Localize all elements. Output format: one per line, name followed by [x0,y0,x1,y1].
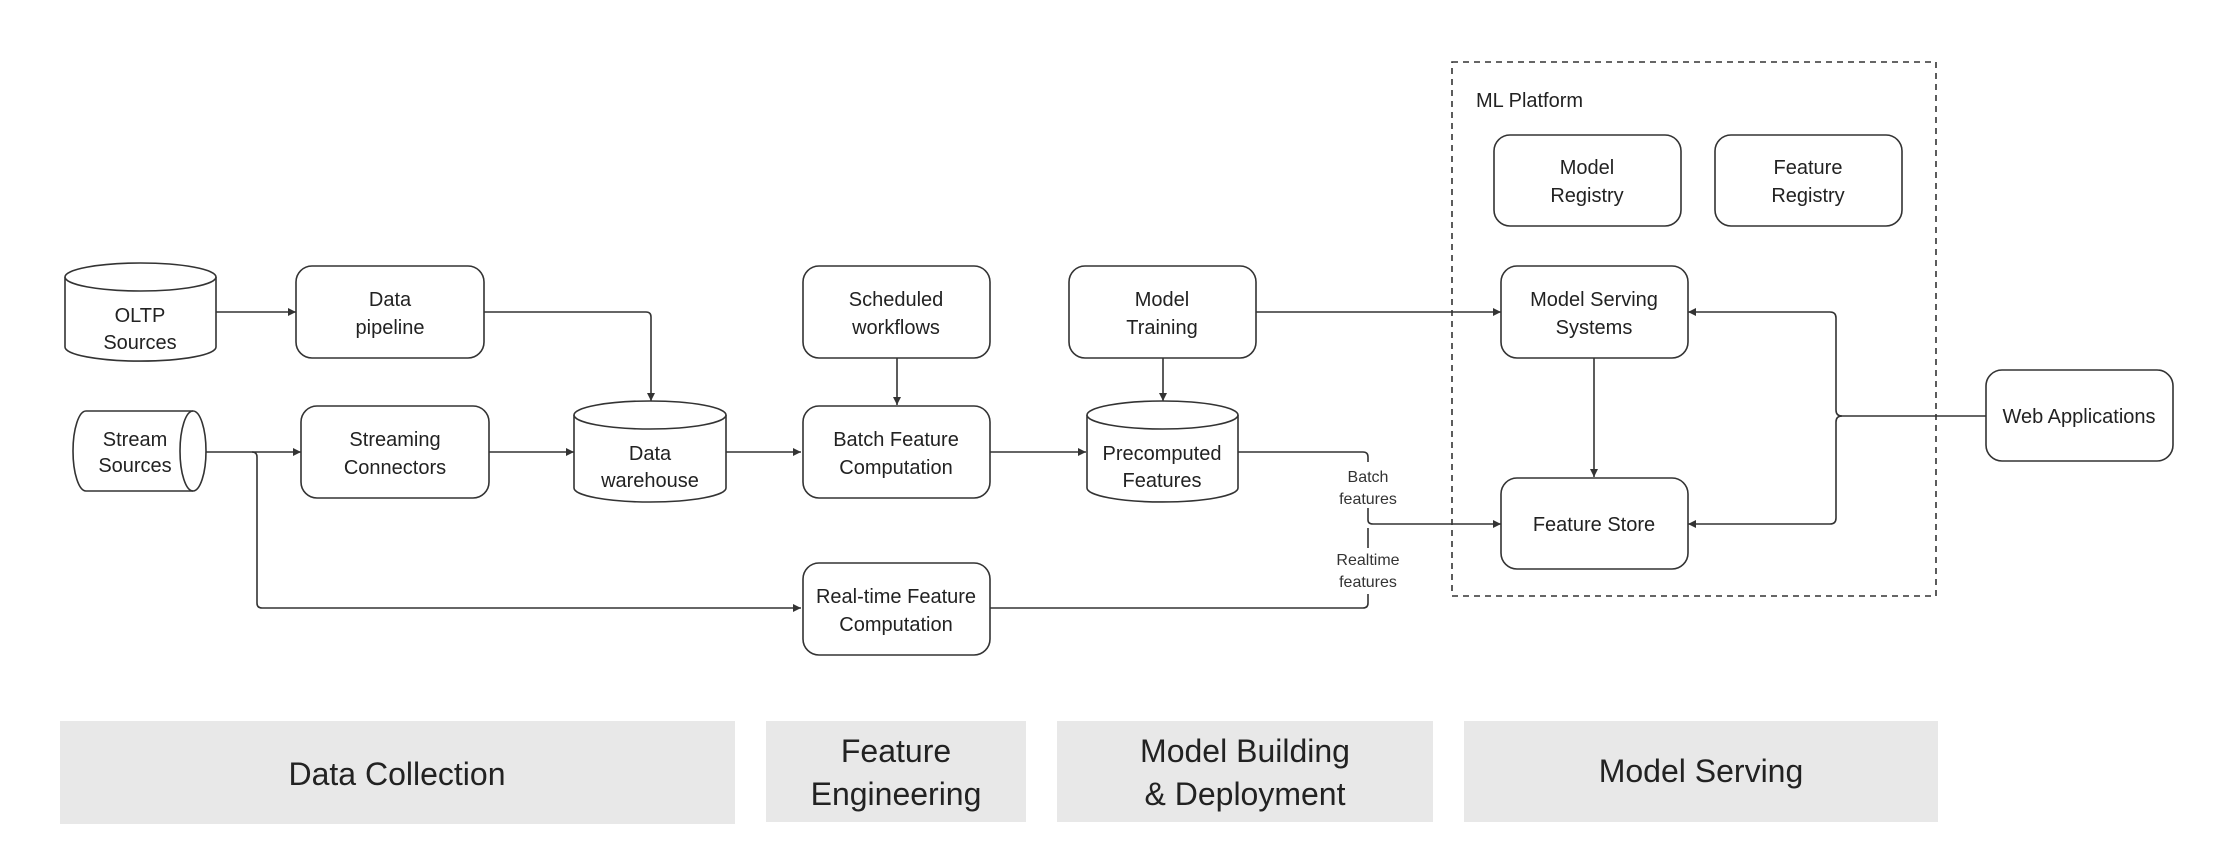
svg-text:Feature: Feature [841,733,951,769]
edge-webapps-to-serving [1688,308,1843,417]
svg-text:OLTP: OLTP [115,305,166,327]
svg-text:Model Building: Model Building [1140,733,1350,769]
edge-stream-to-realtime [251,451,801,612]
stage-feature-engineering: Feature Engineering [766,721,1026,822]
svg-text:workflows: workflows [851,317,940,339]
svg-text:Batch Feature: Batch Feature [833,429,959,451]
svg-text:Model Serving: Model Serving [1530,289,1658,311]
svg-text:Model: Model [1560,157,1614,179]
node-data-warehouse: Data warehouse [573,400,727,503]
node-oltp-sources: OLTP Sources [64,262,217,362]
svg-text:Real-time Feature: Real-time Feature [816,586,976,608]
svg-text:Batch: Batch [1348,469,1389,486]
edge-pipeline-to-warehouse [484,311,655,401]
svg-text:Connectors: Connectors [344,457,446,479]
svg-text:Data: Data [369,289,412,311]
node-feature-registry: Feature Registry [1714,134,1903,227]
svg-text:Streaming: Streaming [349,429,440,451]
svg-text:Web Applications: Web Applications [2002,406,2155,428]
svg-text:Model Serving: Model Serving [1599,753,1804,789]
ml-platform-container: ML Platform [1451,61,1937,597]
stage-model-building-deployment: Model Building & Deployment [1057,721,1433,822]
node-feature-store: Feature Store [1500,477,1689,570]
svg-text:Feature Store: Feature Store [1533,514,1655,536]
svg-text:Registry: Registry [1771,185,1844,207]
node-batch-feature-computation: Batch Feature Computation [802,405,991,499]
svg-text:features: features [1339,491,1397,508]
svg-text:Model: Model [1135,289,1189,311]
node-precomputed-features: Precomputed Features [1086,400,1239,503]
svg-text:& Deployment: & Deployment [1145,776,1346,812]
node-model-serving-systems: Model Serving Systems [1500,265,1689,359]
ml-platform-label: ML Platform [1476,90,1583,112]
node-web-applications: Web Applications [1985,369,2174,462]
svg-text:Features: Features [1123,470,1202,492]
svg-text:Computation: Computation [839,457,952,479]
svg-text:Engineering: Engineering [811,776,982,812]
stage-data-collection: Data Collection [60,721,735,824]
svg-text:Computation: Computation [839,614,952,636]
edge-realtime-to-store [990,528,1369,609]
svg-text:Sources: Sources [103,332,176,354]
edge-webapps-to-store [1688,415,1843,528]
svg-text:Realtime: Realtime [1336,552,1399,569]
svg-text:Scheduled: Scheduled [849,289,944,311]
edge-label-batch-features: Batch features [1330,462,1406,508]
svg-text:Stream: Stream [103,429,167,451]
svg-text:Data: Data [629,443,672,465]
node-stream-sources: Stream Sources [72,410,207,492]
svg-text:warehouse: warehouse [600,470,699,492]
svg-text:Training: Training [1126,317,1198,339]
svg-text:pipeline: pipeline [356,317,425,339]
svg-text:Systems: Systems [1556,317,1633,339]
svg-text:Registry: Registry [1550,185,1623,207]
node-data-pipeline: Data pipeline [295,265,485,359]
node-model-training: Model Training [1068,265,1257,359]
node-model-registry: Model Registry [1493,134,1682,227]
node-realtime-feature-computation: Real-time Feature Computation [802,562,991,656]
node-scheduled-workflows: Scheduled workflows [802,265,991,359]
svg-text:Sources: Sources [98,455,171,477]
edges [206,308,1986,612]
svg-text:Data Collection: Data Collection [289,756,506,792]
stage-model-serving: Model Serving [1464,721,1938,822]
edge-label-realtime-features: Realtime features [1328,548,1408,594]
svg-text:Feature: Feature [1774,157,1843,179]
node-streaming-connectors: Streaming Connectors [300,405,490,499]
svg-text:features: features [1339,574,1397,591]
svg-text:Precomputed: Precomputed [1103,443,1222,465]
